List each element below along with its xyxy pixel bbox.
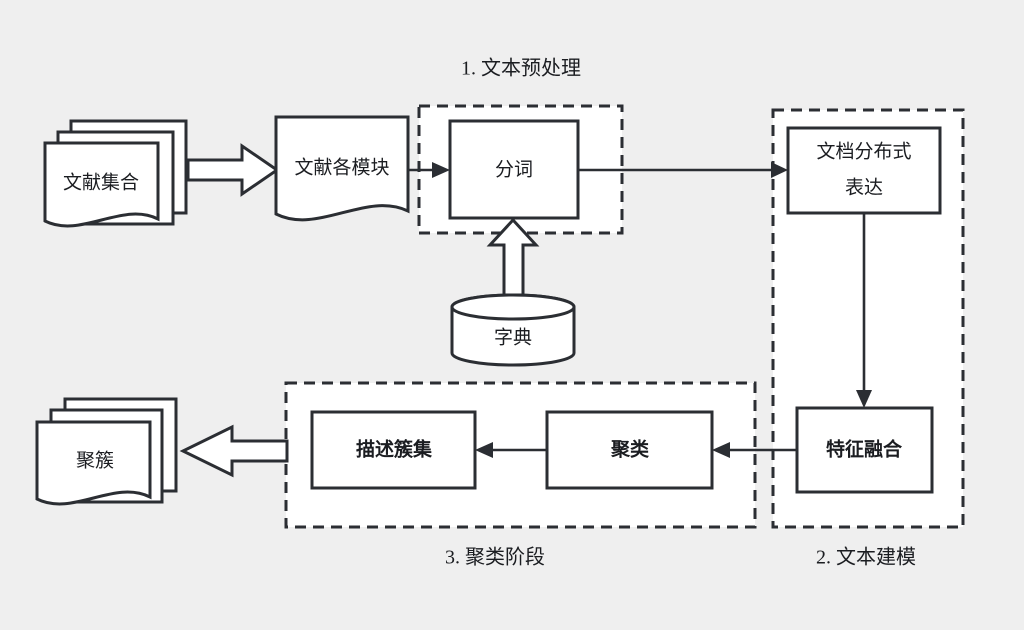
arrowhead-left-icon bbox=[475, 442, 493, 458]
dictionary-label: 字典 bbox=[494, 326, 532, 348]
block-arrow-left-icon bbox=[179, 424, 289, 478]
document-doc-modules: 文献各模块 bbox=[274, 115, 410, 222]
clustering-box: 聚类 bbox=[545, 410, 714, 490]
feature-fusion-label: 特征融合 bbox=[826, 437, 903, 460]
arrow-clustering-to-description bbox=[475, 442, 547, 458]
doc-modules-label: 文献各模块 bbox=[294, 156, 389, 178]
arrowhead-down-icon bbox=[856, 390, 872, 408]
arrowhead-left-icon bbox=[712, 442, 730, 458]
arrow-featurefusion-to-clustering bbox=[712, 442, 797, 458]
document-stack-collection: 文献集合 bbox=[43, 119, 188, 228]
clusters-label: 聚簇 bbox=[76, 449, 114, 471]
doc-repr-label-line1: 文档分布式 bbox=[816, 140, 911, 162]
arrowhead-right-icon bbox=[432, 162, 450, 178]
arrow-docrepr-to-featurefusion bbox=[856, 213, 872, 408]
doc-modules-shape bbox=[274, 115, 410, 222]
dictionary-cylinder: 字典 bbox=[450, 293, 576, 367]
feature-fusion-box: 特征融合 bbox=[795, 406, 934, 494]
block-arrow-right-icon bbox=[186, 143, 280, 197]
doc-repr-box: 文档分布式 表达 bbox=[786, 126, 942, 215]
document-stack-clusters: 聚簇 bbox=[35, 397, 178, 506]
cylinder-top bbox=[450, 293, 576, 321]
stage3-label: 3. 聚类阶段 bbox=[445, 546, 545, 569]
doc-repr-label-line2: 表达 bbox=[845, 176, 883, 198]
cluster-description-label: 描述簇集 bbox=[356, 437, 433, 460]
arrowhead-right-icon bbox=[771, 162, 788, 178]
stack-page-front bbox=[35, 420, 152, 506]
doc-collection-label: 文献集合 bbox=[63, 171, 139, 193]
stack-page-front bbox=[43, 141, 160, 228]
cluster-description-box: 描述簇集 bbox=[310, 410, 477, 490]
stage1-label: 1. 文本预处理 bbox=[461, 57, 581, 80]
arrow-docmodules-to-segmentation bbox=[408, 162, 450, 178]
segmentation-box: 分词 bbox=[448, 119, 580, 220]
arrow-segmentation-to-docrepr bbox=[578, 162, 788, 178]
segmentation-label: 分词 bbox=[495, 158, 533, 180]
clustering-label: 聚类 bbox=[610, 437, 649, 460]
stage2-label: 2. 文本建模 bbox=[816, 546, 916, 569]
